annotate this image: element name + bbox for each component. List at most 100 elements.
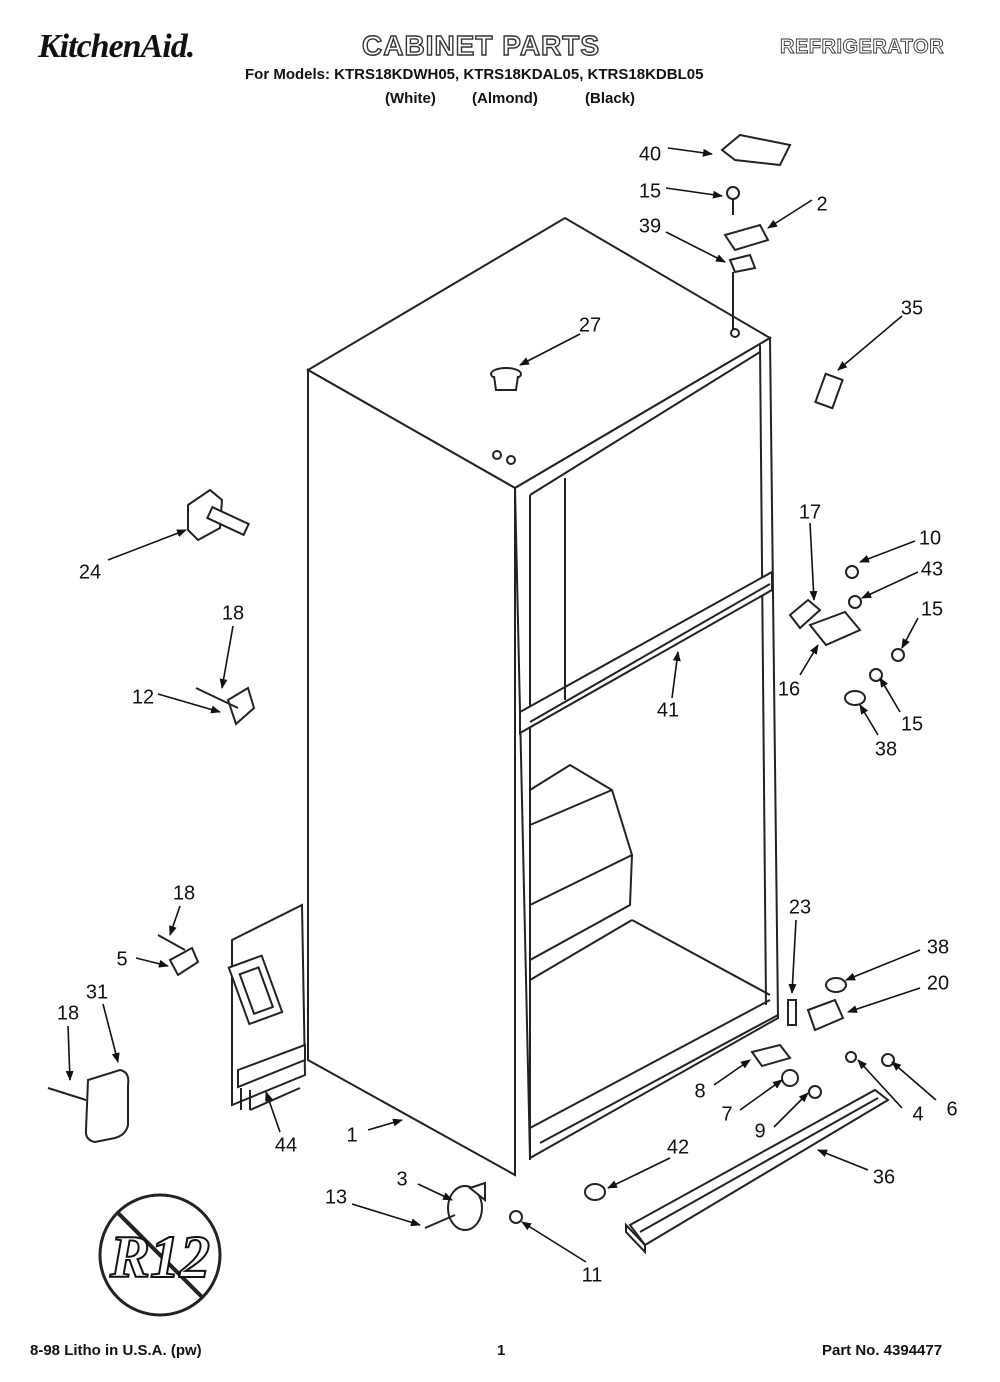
bracket-12 <box>195 686 256 726</box>
callout-arrow <box>773 1092 809 1128</box>
r12-logo: R12 <box>98 1193 222 1317</box>
callout-2: 2 <box>767 193 828 229</box>
callout-arrow <box>102 1003 120 1063</box>
callout-arrow <box>519 333 581 366</box>
callout-arrow <box>351 1203 421 1227</box>
callout-13: 13 <box>325 1186 421 1227</box>
callout-arrow <box>788 919 797 994</box>
bracket-24 <box>187 488 250 542</box>
callout-label: 5 <box>116 948 127 970</box>
callout-label: 24 <box>79 561 101 583</box>
footer-page-number: 1 <box>497 1342 506 1359</box>
screw-11 <box>509 1210 523 1224</box>
hinge-cover-40 <box>720 133 792 167</box>
cabinet-body <box>306 216 780 1177</box>
callout-arrow <box>739 1079 783 1111</box>
callout-arrow <box>367 1118 403 1131</box>
callout-arrow <box>859 704 879 736</box>
models-line: For Models: KTRS18KDWH05, KTRS18KDAL05, … <box>245 66 704 83</box>
callout-40: 40 <box>639 143 713 165</box>
callout-label: 20 <box>927 972 949 994</box>
footer-litho: 8-98 Litho in U.S.A. (pw) <box>30 1342 202 1359</box>
callout-label: 9 <box>754 1120 765 1142</box>
callout-label: 10 <box>919 527 941 549</box>
toe-grille-36 <box>625 1088 890 1255</box>
callout-arrow <box>169 905 181 936</box>
callout-label: 7 <box>721 1103 732 1125</box>
callout-label: 44 <box>275 1134 297 1156</box>
page-title: CABINET PARTS <box>361 29 601 61</box>
callout-6: 6 <box>891 1061 958 1120</box>
callout-label: 17 <box>799 501 821 523</box>
appliance-type: REFRIGERATOR <box>780 36 945 59</box>
color-almond: (Almond) <box>472 90 538 107</box>
middle-hinge-16 <box>788 565 905 706</box>
callout-18: 18 <box>219 602 244 689</box>
callout-24: 24 <box>79 529 187 583</box>
callout-arrow <box>521 1221 587 1263</box>
leveling-parts-8-7-9 <box>750 1043 822 1099</box>
callout-label: 11 <box>582 1264 603 1286</box>
callout-layer: 4015239352724181217104315161538411852338… <box>57 143 958 1286</box>
callout-label: 18 <box>173 882 195 904</box>
callout-arrow <box>607 1157 671 1189</box>
callout-arrow <box>859 540 916 563</box>
callout-arrow <box>857 1059 903 1109</box>
callout-38: 38 <box>845 936 949 981</box>
callout-8: 8 <box>694 1059 751 1102</box>
callout-arrow <box>667 147 713 157</box>
callout-label: 6 <box>946 1098 957 1120</box>
callout-23: 23 <box>788 896 811 994</box>
color-black: (Black) <box>585 90 636 107</box>
callout-label: 18 <box>222 602 244 624</box>
callout-arrow <box>901 617 919 649</box>
callout-arrow <box>861 571 919 599</box>
access-cover-31 <box>47 1068 130 1144</box>
callout-39: 39 <box>639 215 726 263</box>
callout-label: 38 <box>875 738 897 760</box>
screw-15-top <box>726 186 740 215</box>
callout-label: 23 <box>789 896 811 918</box>
callout-label: 15 <box>639 180 661 202</box>
callout-arrow <box>135 957 169 968</box>
callout-18: 18 <box>169 882 195 936</box>
callout-arrow <box>879 677 901 713</box>
callout-label: 4 <box>912 1103 923 1125</box>
callout-arrow <box>845 949 921 981</box>
callout-arrow <box>891 1061 937 1101</box>
callout-label: 15 <box>901 713 923 735</box>
callout-label: 15 <box>921 598 943 620</box>
callout-label: 42 <box>667 1136 689 1158</box>
brand-logo: KitchenAid. <box>38 28 195 65</box>
bracket-5 <box>157 934 200 977</box>
lower-hinge-20 <box>787 977 895 1067</box>
callout-arrow <box>817 1149 869 1171</box>
callout-label: 41 <box>657 699 679 721</box>
callout-arrow <box>713 1059 751 1086</box>
callout-42: 42 <box>607 1136 689 1189</box>
callout-20: 20 <box>847 972 949 1013</box>
callout-arrow <box>837 315 903 371</box>
callout-15: 15 <box>901 598 943 649</box>
callout-arrow <box>219 625 234 689</box>
callout-10: 10 <box>859 527 941 563</box>
callout-label: 2 <box>816 193 827 215</box>
footer-part-number: Part No. 4394477 <box>822 1342 943 1359</box>
callout-arrow <box>847 987 921 1013</box>
callout-label: 39 <box>639 215 661 237</box>
callout-arrow <box>417 1183 453 1201</box>
callout-label: 16 <box>778 678 800 700</box>
callout-41: 41 <box>657 651 681 721</box>
callout-label: 35 <box>901 297 923 319</box>
callout-12: 12 <box>132 686 221 714</box>
callout-arrow <box>65 1025 74 1081</box>
callout-44: 44 <box>265 1091 297 1156</box>
callout-label: 43 <box>921 558 943 580</box>
callout-17: 17 <box>799 501 821 601</box>
callout-16: 16 <box>778 644 819 700</box>
callout-arrow <box>157 693 221 714</box>
top-hinge-2 <box>723 223 770 338</box>
callout-arrow <box>665 231 726 263</box>
callout-4: 4 <box>857 1059 924 1125</box>
